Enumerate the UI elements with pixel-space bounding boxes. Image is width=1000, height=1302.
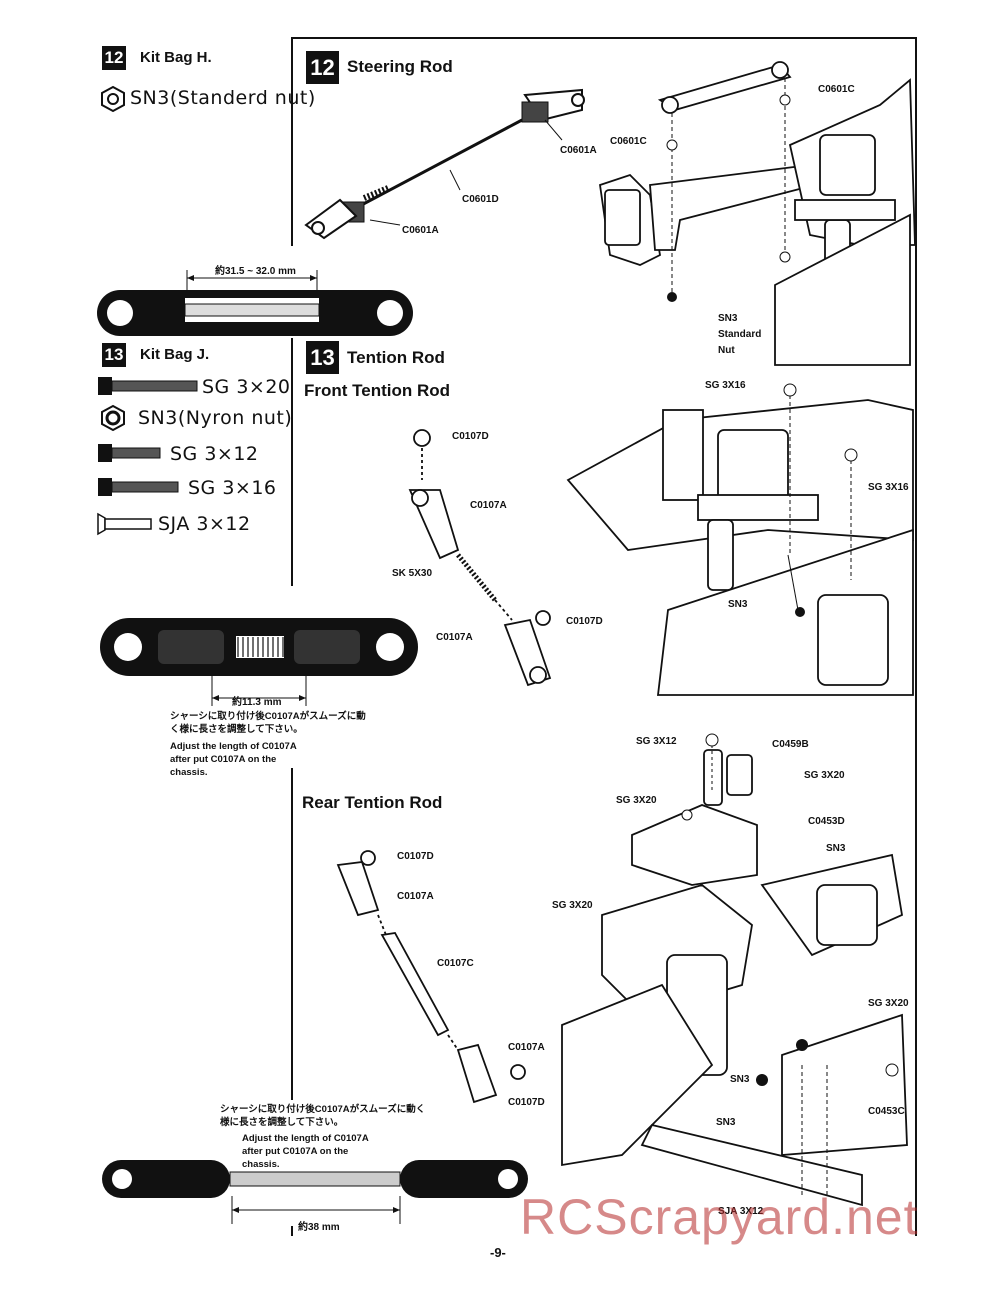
label-sja3x12: SJA 3X12 <box>718 1206 764 1217</box>
label-c0107d-rear-top: C0107D <box>397 851 434 862</box>
steering-rod-dimension-drawing <box>97 270 413 336</box>
nyron-nut-icon <box>101 404 125 432</box>
sn3-standard-nut-label: SN3(Standerd nut) <box>130 87 316 109</box>
screw-sg3x16-icon <box>98 478 179 496</box>
label-c0459b: C0459B <box>772 739 809 750</box>
label-c0601c-left: C0601C <box>610 136 647 147</box>
label-c0601a-lower: C0601A <box>402 225 439 236</box>
front-note-japanese: シャーシに取り付け後C0107Aがスムーズに動く様に長さを調整して下さい。 <box>170 711 366 735</box>
watermark: RCScrapyard.net <box>520 1189 919 1245</box>
label-c0601d: C0601D <box>462 194 499 205</box>
label-nut: Nut <box>718 345 735 356</box>
rear-note-japanese: シャーシに取り付け後C0107Aがスムーズに動く様に長さを調整して下さい。 <box>220 1104 426 1128</box>
label-c0453d: C0453D <box>808 816 845 827</box>
front-chassis-drawing <box>566 383 914 696</box>
sn3-nyron-nut-label: SN3(Nyron nut) <box>138 407 293 429</box>
label-standard: Standard <box>718 329 762 340</box>
rear-rod-dimension: 約38 mm <box>298 1222 340 1233</box>
label-c0107a-rear-bottom: C0107A <box>508 1042 545 1053</box>
screw-sg3x20-icon <box>98 377 198 395</box>
front-tention-rod-parts <box>408 429 552 687</box>
label-sn3-rear-top: SN3 <box>826 843 846 854</box>
label-c0107d-front-bottom: C0107D <box>566 616 603 627</box>
steering-rod-title: Steering Rod <box>347 57 453 76</box>
sg3x12-label: SG 3×12 <box>170 443 259 465</box>
label-c0107a-front-top: C0107A <box>470 500 507 511</box>
rear-tention-rod-title: Rear Tention Rod <box>302 793 443 812</box>
label-c0107d-front-top: C0107D <box>452 431 489 442</box>
label-sg3x20-left-top: SG 3X20 <box>616 795 657 806</box>
rear-chassis-drawing <box>561 733 908 1207</box>
label-sk5x30: SK 5X30 <box>392 568 433 579</box>
rear-note-english: Adjust the length of C0107A after put C0… <box>242 1133 369 1170</box>
label-sn3-front: SN3 <box>728 599 748 610</box>
page-number: -9- <box>490 1245 506 1260</box>
kit-bag-h-label: Kit Bag H. <box>140 49 212 66</box>
label-c0107d-rear-bottom: C0107D <box>508 1097 545 1108</box>
steering-chassis-drawing <box>599 61 916 366</box>
label-sg3x20-right-top: SG 3X20 <box>804 770 845 781</box>
nut-icon <box>101 85 125 113</box>
label-sn3-step12: SN3 <box>718 313 738 324</box>
rod12-dimension: 約31.5 ~ 32.0 mm <box>215 266 296 277</box>
rear-tention-rod-parts <box>336 850 526 1104</box>
front-tention-rod-drawing <box>100 618 418 706</box>
sja3x12-label: SJA 3×12 <box>158 513 251 535</box>
kit-bag-j-label: Kit Bag J. <box>140 346 210 363</box>
tention-rod-title: Tention Rod <box>347 348 445 367</box>
rear-tention-rod-drawing <box>102 1160 528 1224</box>
sg3x20-label: SG 3×20 <box>202 376 291 398</box>
step-13-number-left: 13 <box>102 343 126 367</box>
label-c0601a-upper: C0601A <box>560 145 597 156</box>
screw-sg3x12-icon <box>98 444 161 462</box>
front-note-english: Adjust the length of C0107A after put C0… <box>170 741 297 778</box>
label-sg3x16-right: SG 3X16 <box>868 482 909 493</box>
step-13-title-number: 13 <box>306 341 339 374</box>
label-sg3x12-rear: SG 3X12 <box>636 736 677 747</box>
sg3x16-label: SG 3×16 <box>188 477 277 499</box>
label-sn3-rear-low: SN3 <box>716 1117 736 1128</box>
label-sg3x20-right-bottom: SG 3X20 <box>868 998 909 1009</box>
label-c0453c: C0453C <box>868 1106 905 1117</box>
step-12-number: 12 <box>102 46 126 70</box>
steering-rod-parts-diagram <box>304 88 585 240</box>
front-rod-dimension: 約11.3 mm <box>232 697 282 708</box>
label-c0107c: C0107C <box>437 958 474 969</box>
label-sg3x20-left-mid: SG 3X20 <box>552 900 593 911</box>
label-c0107a-rear-top: C0107A <box>397 891 434 902</box>
label-c0601c-right: C0601C <box>818 84 855 95</box>
label-c0107a-front-bottom: C0107A <box>436 632 473 643</box>
label-sn3-rear-mid: SN3 <box>730 1074 750 1085</box>
label-sg3x16-top: SG 3X16 <box>705 380 746 391</box>
screw-sja3x12-icon <box>97 512 152 536</box>
step-12-title-number: 12 <box>306 51 339 84</box>
front-tention-rod-title: Front Tention Rod <box>304 381 451 400</box>
